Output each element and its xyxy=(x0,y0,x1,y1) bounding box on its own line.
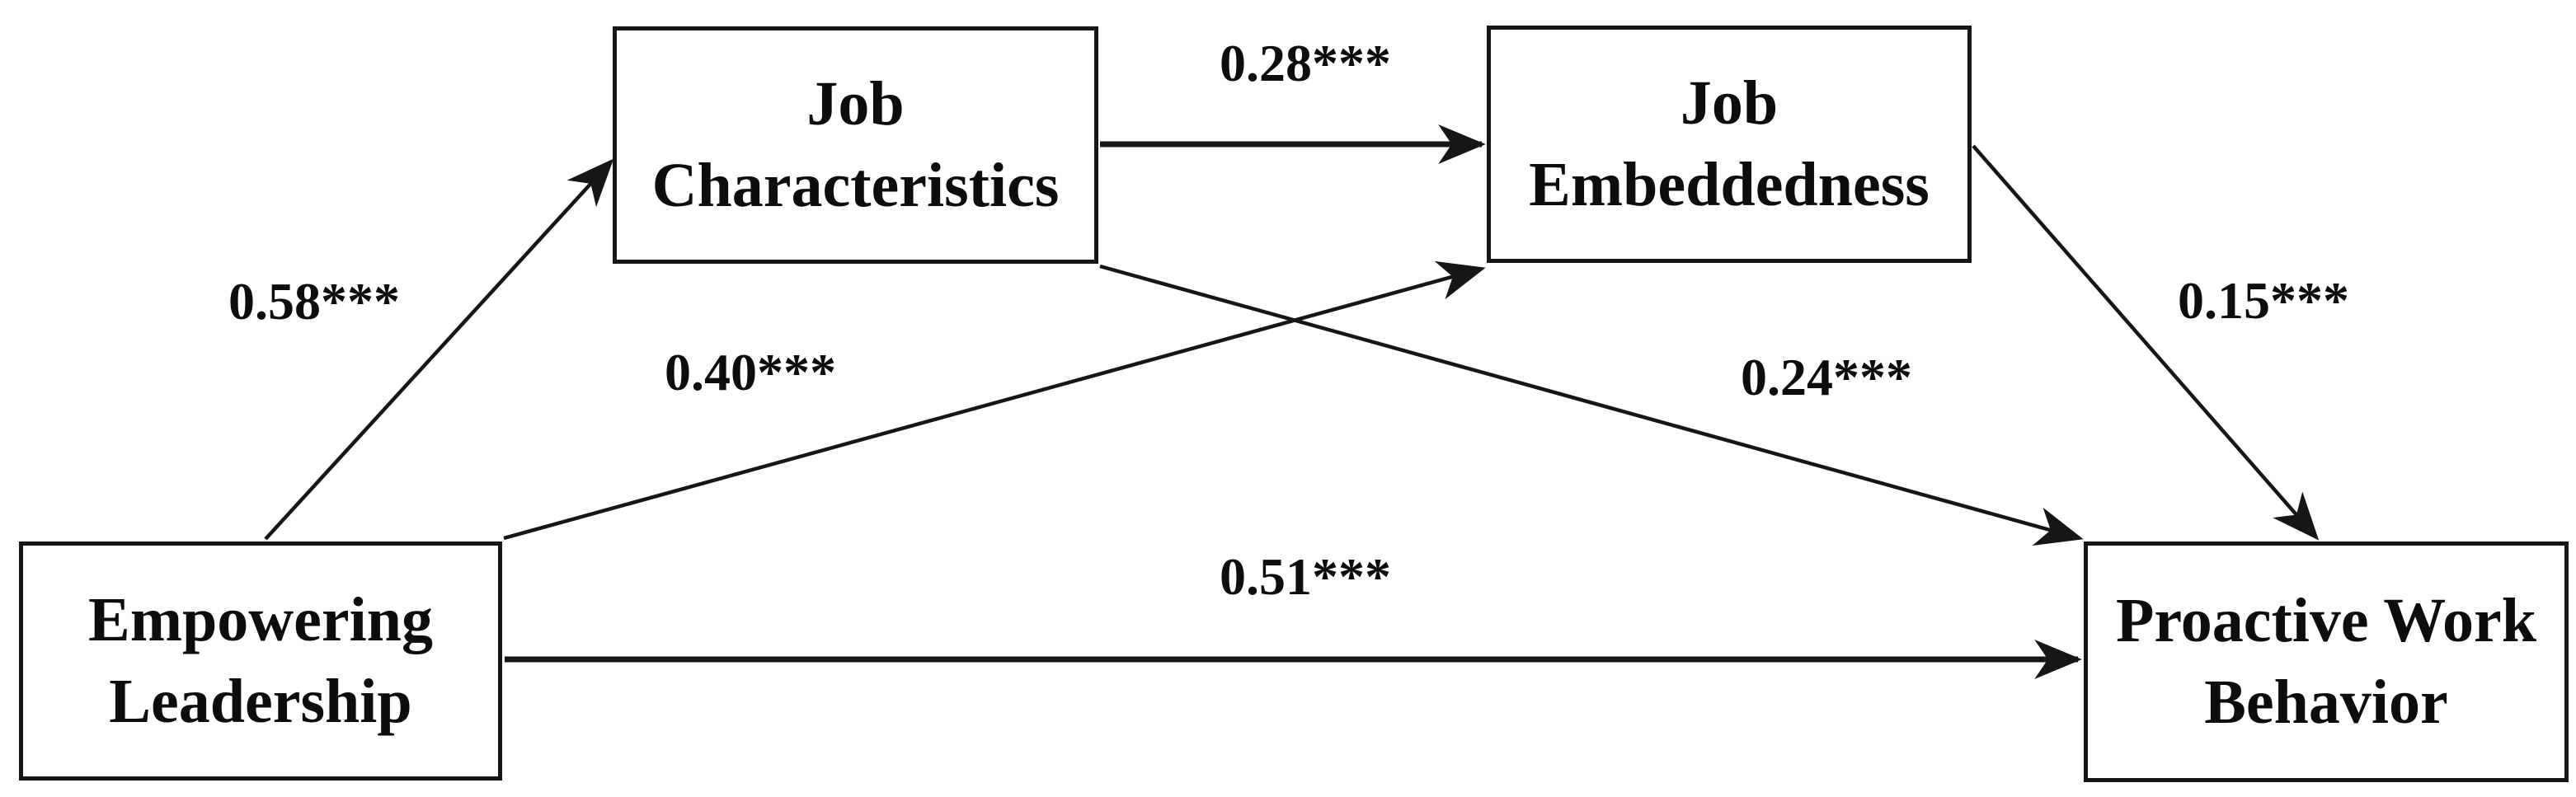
node-label: Job Characteristics xyxy=(651,69,1060,220)
coefficient-el-to-je: 0.40*** xyxy=(665,343,836,401)
node-label: Proactive Work Behavior xyxy=(2115,586,2537,737)
node-label: Empowering Leadership xyxy=(88,585,433,736)
arrow-el-to-jc xyxy=(264,158,614,541)
arrow-je-to-pwb xyxy=(1972,144,2320,541)
node-empowering-leadership: Empowering Leadership xyxy=(19,541,502,781)
node-label: Job Embeddedness xyxy=(1529,68,1930,219)
coefficient-el-to-pwb: 0.51*** xyxy=(1220,547,1391,606)
coefficient-jc-to-je: 0.28*** xyxy=(1220,34,1391,92)
coefficient-jc-to-pwb: 0.24*** xyxy=(1741,348,1912,406)
coefficient-je-to-pwb: 0.15*** xyxy=(2178,271,2349,330)
arrow-jc-to-pwb xyxy=(1099,264,2084,546)
node-job-characteristics: Job Characteristics xyxy=(613,26,1098,264)
node-proactive-work-behavior: Proactive Work Behavior xyxy=(2084,541,2569,782)
arrow-el-to-je xyxy=(503,260,1486,541)
coefficient-el-to-jc: 0.58*** xyxy=(228,272,400,331)
node-job-embeddedness: Job Embeddedness xyxy=(1487,26,1972,263)
